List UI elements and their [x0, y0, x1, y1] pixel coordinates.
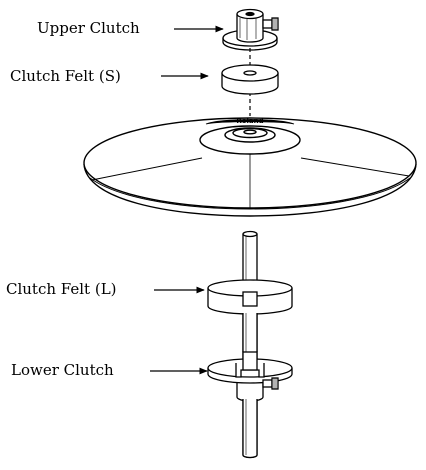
clutch-felt-s-label: Clutch Felt (S): [10, 67, 121, 85]
label-clutch-felt-l: Clutch Felt (L): [6, 280, 204, 298]
clutch-felt-l-part: [208, 280, 292, 353]
label-upper-clutch: Upper Clutch: [37, 19, 223, 37]
label-lower-clutch: Lower Clutch: [11, 361, 207, 379]
label-clutch-felt-s: Clutch Felt (S): [10, 67, 208, 85]
clutch-felt-l-label: Clutch Felt (L): [6, 280, 117, 298]
cymbal-pad: Roland: [84, 117, 416, 216]
upper-clutch-part: [223, 10, 278, 51]
clutch-felt-s-part: [222, 65, 278, 94]
cymbal-logo: Roland: [236, 117, 263, 125]
upper-clutch-label: Upper Clutch: [37, 19, 140, 37]
lower-clutch-label: Lower Clutch: [11, 361, 114, 379]
lower-clutch-part: [208, 352, 292, 458]
